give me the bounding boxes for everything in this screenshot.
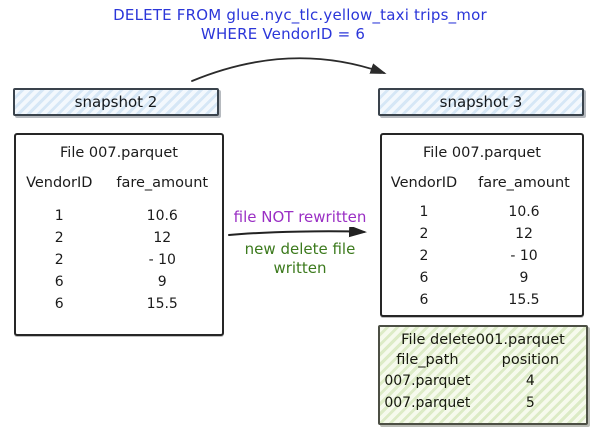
snapshot2-label: snapshot 2 — [74, 93, 158, 111]
cell-position: 4 — [525, 373, 535, 389]
col-fare-amount: fare_amount — [478, 175, 570, 191]
table-row: 007.parquet 5 — [380, 395, 586, 412]
cell-fare-amount: 15.5 — [146, 296, 178, 312]
file-007-box-snapshot3: File 007.parquet VendorID fare_amount 1 … — [380, 133, 584, 317]
snapshot3-bar: snapshot 3 — [378, 88, 584, 116]
col-vendorid: VendorID — [390, 175, 458, 191]
table-row: 2 12 — [382, 226, 582, 243]
cell-vendorid: 1 — [419, 204, 429, 220]
snapshot-transition-arc-arrow — [191, 57, 387, 82]
cell-vendorid: 6 — [419, 270, 429, 286]
table-header-row: VendorID fare_amount — [16, 175, 222, 192]
cell-fare-amount: 10.6 — [508, 204, 540, 220]
cell-vendorid: 2 — [54, 230, 64, 246]
mor-arrow — [228, 227, 367, 238]
table-row: 2 12 — [16, 230, 222, 247]
cell-fare-amount: - 10 — [148, 252, 176, 268]
table-row: 1 10.6 — [16, 208, 222, 225]
sql-line-2: WHERE VendorID = 6 — [200, 25, 366, 43]
cell-vendorid: 2 — [419, 226, 429, 242]
col-vendorid: VendorID — [26, 175, 93, 191]
cell-fare-amount: 12 — [153, 230, 172, 246]
file-not-rewritten-label: file NOT rewritten — [233, 208, 367, 226]
cell-vendorid: 6 — [54, 274, 64, 290]
table-body: 007.parquet 4 007.parquet 5 — [380, 373, 586, 412]
table-row: 1 10.6 — [382, 204, 582, 221]
col-position: position — [501, 352, 560, 368]
cell-fare-amount: 9 — [519, 270, 529, 286]
table-row: 007.parquet 4 — [380, 373, 586, 390]
cell-file-path: 007.parquet — [384, 373, 471, 389]
table-row: 6 15.5 — [382, 292, 582, 309]
cell-fare-amount: 15.5 — [508, 292, 540, 308]
delete-file-box: File delete001.parquet file_path positio… — [378, 325, 588, 425]
snapshot2-bar: snapshot 2 — [13, 88, 219, 116]
table-row: 6 15.5 — [16, 296, 222, 313]
cell-vendorid: 6 — [54, 296, 64, 312]
table-row: 6 9 — [382, 270, 582, 287]
new-delete-file-line-2: written — [273, 259, 327, 277]
sql-line-1: DELETE FROM glue.nyc_tlc.yellow_taxi tri… — [113, 6, 487, 24]
delete-file-title: File delete001.parquet — [401, 332, 565, 348]
cell-vendorid: 6 — [419, 292, 429, 308]
table-row: 6 9 — [16, 274, 222, 291]
table-body: 1 10.6 2 12 2 - 10 6 9 6 15.5 — [16, 208, 222, 313]
cell-fare-amount: 10.6 — [146, 208, 178, 224]
new-delete-file-label: new delete file written — [222, 240, 378, 278]
table-body: 1 10.6 2 12 2 - 10 6 9 6 15.5 — [382, 204, 582, 309]
file-title: File 007.parquet — [60, 145, 178, 161]
cell-vendorid: 2 — [419, 248, 429, 264]
cell-fare-amount: 12 — [515, 226, 533, 242]
cell-position: 5 — [525, 395, 535, 411]
snapshot3-label: snapshot 3 — [439, 93, 523, 111]
table-row: 2 - 10 — [16, 252, 222, 269]
table-row: 2 - 10 — [382, 248, 582, 265]
file-007-box-snapshot2: File 007.parquet VendorID fare_amount 1 … — [14, 133, 224, 336]
table-header-row: file_path position — [380, 352, 586, 369]
new-delete-file-line-1: new delete file — [244, 240, 356, 258]
file-title: File 007.parquet — [423, 145, 541, 161]
sql-statement: DELETE FROM glue.nyc_tlc.yellow_taxi tri… — [90, 6, 510, 44]
col-fare-amount: fare_amount — [116, 175, 209, 191]
cell-fare-amount: 9 — [157, 274, 167, 290]
cell-vendorid: 2 — [54, 252, 64, 268]
col-file-path: file_path — [396, 352, 459, 368]
cell-vendorid: 1 — [54, 208, 64, 224]
cell-file-path: 007.parquet — [384, 395, 471, 411]
table-header-row: VendorID fare_amount — [382, 175, 582, 192]
cell-fare-amount: - 10 — [510, 248, 538, 264]
